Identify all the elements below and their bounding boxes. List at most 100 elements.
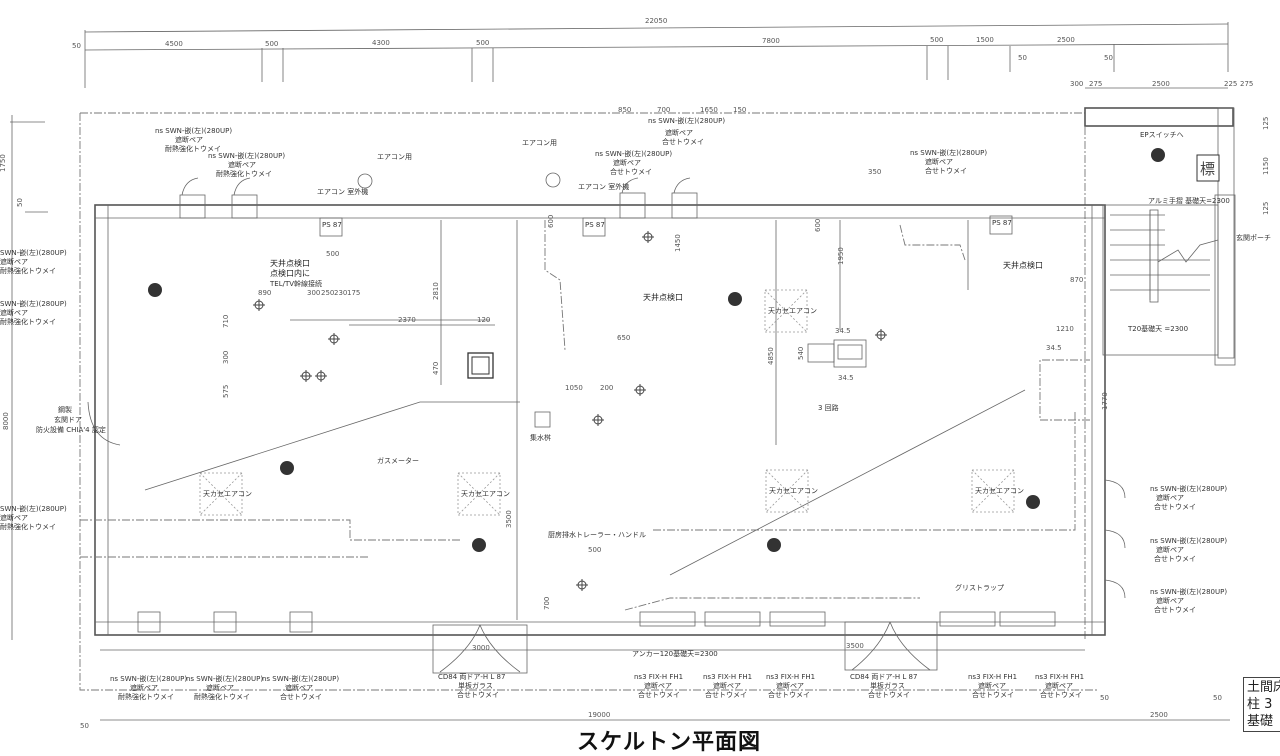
svg-text:175: 175 [347, 289, 360, 297]
dim-offset-top: 50 [72, 42, 81, 50]
stair-handrail-note: アルミ手摺 基礎天=2300 [1148, 196, 1230, 205]
level-mark: 34.5 [835, 327, 851, 335]
window-note-door-2: CD84 両ドア-H L 87 単板ガラス 合せトウメイ [850, 673, 917, 699]
svg-text:耐熱強化トウメイ: 耐熱強化トウメイ [0, 317, 56, 326]
dim-upper-inner: 1650 [700, 106, 718, 114]
ac-hose-icon [357, 173, 373, 189]
window-note-bottom-3: ns SWN-嵌(左)(280UP) 遮断ペア 合せトウメイ [262, 674, 339, 701]
interior-lines [80, 220, 1090, 620]
svg-text:540: 540 [797, 347, 805, 360]
svg-text:ns SWN-嵌(左)(280UP): ns SWN-嵌(左)(280UP) [1150, 536, 1227, 545]
svg-text:PS 87: PS 87 [585, 221, 605, 229]
window-note-fix-4: ns3 FIX-H FH1 遮断ペア 合せトウメイ [968, 673, 1017, 699]
svg-text:ns SWN-嵌(左)(280UP): ns SWN-嵌(左)(280UP) [110, 674, 187, 683]
svg-text:遮断ペア: 遮断ペア [613, 158, 641, 167]
svg-text:ns SWN-嵌(左)(280UP): ns SWN-嵌(左)(280UP) [910, 148, 987, 157]
dim-left: 50 [16, 198, 24, 207]
svg-text:575: 575 [222, 385, 230, 398]
svg-text:遮断ペア: 遮断ペア [1156, 493, 1184, 502]
outlet-icon [253, 299, 265, 311]
dim-entrance: 300 [1070, 80, 1083, 88]
svg-text:遮断ペア: 遮断ペア [665, 128, 693, 137]
svg-text:合せトウメイ: 合せトウメイ [638, 690, 680, 699]
svg-text:合せトウメイ: 合せトウメイ [768, 690, 810, 699]
outlet-icon [300, 370, 312, 382]
svg-text:TEL/TV幹線接続: TEL/TV幹線接続 [269, 279, 322, 288]
svg-text:遮断ペア: 遮断ペア [130, 683, 158, 692]
svg-text:120: 120 [477, 316, 490, 324]
window-note-right-3: ns SWN-嵌(左)(280UP) 遮断ペア 合せトウメイ [1150, 587, 1227, 614]
stairs [1110, 209, 1219, 303]
outdoor-unit-label-2: エアコン 室外機 [578, 182, 629, 191]
downlight-icon [767, 538, 781, 552]
svg-text:ns SWN-嵌(左)(280UP): ns SWN-嵌(左)(280UP) [186, 674, 263, 683]
left-dimension-lines [10, 115, 48, 640]
dim-offset-top: 50 [1104, 54, 1113, 62]
svg-text:鋼製: 鋼製 [58, 405, 72, 414]
top-dimension-lines [84, 22, 1229, 89]
svg-text:710: 710 [222, 315, 230, 328]
svg-text:ns3 FIX-H FH1: ns3 FIX-H FH1 [703, 673, 752, 681]
svg-text:合せトウメイ: 合せトウメイ [1154, 605, 1196, 614]
window-note-top-mid-2: ns SWN-嵌(左)(280UP) 遮断ペア 合せトウメイ [595, 149, 672, 176]
dim-top-seg: 7800 [762, 37, 780, 45]
dim-entrance: 225 [1224, 80, 1237, 88]
window-note-door-1: CD84 両ドア-H L 87 単板ガラス 合せトウメイ [438, 673, 505, 699]
svg-text:200: 200 [600, 384, 613, 392]
dim-upper-inner: 700 [657, 106, 670, 114]
svg-text:870: 870 [1070, 276, 1083, 284]
legend-box: 土間床 柱 3 基礎 [1243, 677, 1280, 732]
outlet-icon [576, 579, 588, 591]
svg-text:遮断ペア: 遮断ペア [0, 308, 28, 317]
svg-text:遮断ペア: 遮断ペア [206, 683, 234, 692]
grease-trap-note: グリストラップ [955, 583, 1004, 592]
svg-text:天カセエアコン: 天カセエアコン [769, 487, 818, 495]
svg-text:700: 700 [543, 597, 551, 610]
svg-text:耐熱強化トウメイ: 耐熱強化トウメイ [0, 522, 56, 531]
svg-text:遮断ペア: 遮断ペア [228, 160, 256, 169]
window-note-top-left-1: ns SWN-嵌(左)(280UP) 遮断ペア 耐熱強化トウメイ [155, 126, 232, 153]
svg-text:遮断ペア: 遮断ペア [776, 681, 804, 690]
svg-text:1450: 1450 [674, 234, 682, 252]
window-note-fix-1: ns3 FIX-H FH1 遮断ペア 合せトウメイ [634, 673, 683, 699]
side-entry-door: 鋼製 玄関ドア 防火設備 CHIA'4 認定 [36, 401, 121, 446]
svg-text:ns SWN-嵌(左)(280UP): ns SWN-嵌(左)(280UP) [1150, 587, 1227, 596]
svg-text:天カセエアコン: 天カセエアコン [768, 307, 817, 315]
svg-text:天カセエアコン: 天カセエアコン [975, 487, 1024, 495]
dim-bottom-offset: 50 [1213, 694, 1222, 702]
svg-text:300: 300 [307, 289, 320, 297]
ac-unit-1: 天カセエアコン [199, 472, 252, 516]
dim-offset-top: 50 [1018, 54, 1027, 62]
building-outline [79, 112, 1098, 691]
svg-text:470: 470 [432, 362, 440, 375]
svg-text:合せトウメイ: 合せトウメイ [1154, 554, 1196, 563]
svg-text:遮断ペア: 遮断ペア [0, 257, 28, 266]
outlet-icon [328, 333, 340, 345]
dim-right: 1150 [1262, 157, 1270, 175]
svg-text:ns SWN-嵌(左)(280UP): ns SWN-嵌(左)(280UP) [155, 126, 232, 135]
dim-door-width: 3500 [846, 642, 864, 650]
level-mark: 34.5 [838, 374, 854, 382]
window-note-top-right: ns SWN-嵌(左)(280UP) 遮断ペア 合せトウメイ [910, 148, 987, 175]
svg-text:遮断ペア: 遮断ペア [925, 157, 953, 166]
top-windows [179, 177, 698, 219]
sump-label: 集水桝 [530, 433, 551, 442]
svg-text:3500: 3500 [505, 510, 513, 528]
window-note-bottom-1: ns SWN-嵌(左)(280UP) 遮断ペア 耐熱強化トウメイ [110, 674, 187, 701]
legend-line: 基礎 [1247, 714, 1274, 729]
svg-text:ns3 FIX-H FH1: ns3 FIX-H FH1 [968, 673, 1017, 681]
svg-text:合せトウメイ: 合せトウメイ [280, 692, 322, 701]
ps-unit-1: PS 87 [319, 217, 343, 237]
svg-text:天井点検口: 天井点検口 [270, 258, 310, 268]
svg-text:天カセエアコン: 天カセエアコン [461, 490, 510, 498]
outlet-icon [642, 231, 654, 243]
window-note-top-mid-1: ns SWN-嵌(左)(280UP) 遮断ペア 合せトウメイ [648, 116, 725, 146]
inspection-hatch-2: 天井点検口 [643, 292, 683, 302]
svg-text:250: 250 [321, 289, 334, 297]
dim-top-seg: 500 [930, 36, 943, 44]
svg-text:耐熱強化トウメイ: 耐熱強化トウメイ [165, 144, 221, 153]
dim-entrance: 275 [1240, 80, 1253, 88]
svg-text:2810: 2810 [432, 282, 440, 300]
svg-text:SWN-嵌(左)(280UP): SWN-嵌(左)(280UP) [0, 504, 67, 513]
